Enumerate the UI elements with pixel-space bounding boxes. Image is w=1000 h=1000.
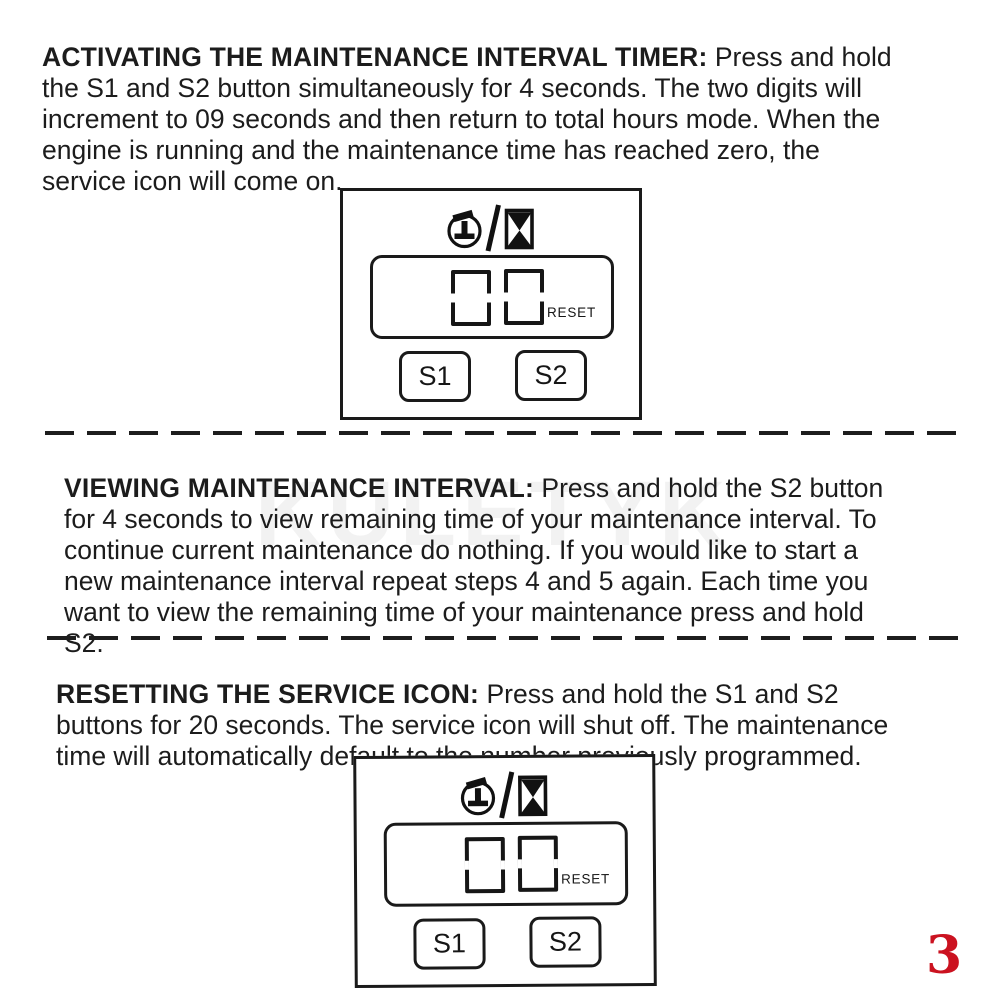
panel-icon-group [356, 768, 652, 822]
dashed-separator [47, 636, 963, 640]
slash-icon [499, 771, 515, 819]
text-line: increment to 09 seconds and then return … [42, 103, 881, 134]
service-slash-hourglass-icon [447, 204, 534, 252]
reset-label: RESET [547, 305, 597, 320]
page-number: 3 [926, 925, 963, 986]
dashed-separator [45, 431, 963, 435]
reset-label: RESET [561, 871, 611, 887]
s2-button: S2 [529, 916, 602, 968]
display-digit-box [451, 270, 491, 326]
oil-can-glyph [452, 209, 475, 239]
hourglass-top-icon [520, 779, 545, 798]
section-activating-heading: ACTIVATING THE MAINTENANCE INTERVAL TIME… [42, 41, 708, 72]
text-line: the S1 and S2 button simultaneously for … [42, 72, 862, 103]
s1-button: S1 [413, 918, 486, 970]
timer-panel-diagram-1: RESET S1 S2 [340, 188, 642, 420]
hourglass-bottom-icon [521, 797, 546, 814]
section-activating-line: Press and hold [714, 41, 892, 72]
s2-button: S2 [515, 350, 587, 401]
hourglass-bottom-icon [507, 230, 532, 247]
slash-icon [485, 204, 501, 252]
section-viewing-line: Press and hold the S2 button [541, 472, 884, 503]
timer-panel-diagram-2: RESET S1 S2 [353, 753, 657, 989]
digit-display: RESET [383, 821, 629, 907]
text-line: want to view the remaining time of your … [64, 596, 864, 627]
service-slash-hourglass-icon [460, 771, 548, 819]
text-line: new maintenance interval repeat steps 4 … [64, 565, 869, 596]
text-line: service icon will come on. [42, 165, 343, 196]
text-line: continue current maintenance do nothing.… [64, 534, 859, 565]
text-line: S2. [64, 627, 104, 658]
s1-button: S1 [399, 351, 471, 402]
section-activating: ACTIVATING THE MAINTENANCE INTERVAL TIME… [42, 42, 892, 197]
text-line: buttons for 20 seconds. The service icon… [56, 709, 889, 740]
text-line: RESETTING THE SERVICE ICON: Press and ho… [56, 679, 888, 710]
section-resetting-line: Press and hold the S1 and S2 [486, 678, 839, 709]
display-digit-box [504, 269, 544, 325]
section-viewing: VIEWING MAINTENANCE INTERVAL: Press and … [64, 473, 883, 659]
hourglass-top-icon [507, 212, 532, 231]
panel-icon-group [343, 202, 639, 254]
text-line: VIEWING MAINTENANCE INTERVAL: Press and … [64, 473, 883, 504]
digit-display: RESET [370, 255, 614, 339]
text-line: ACTIVATING THE MAINTENANCE INTERVAL TIME… [42, 42, 892, 73]
watermark: KULETYK [255, 463, 732, 565]
text-line: engine is running and the maintenance ti… [42, 134, 820, 165]
oil-can-glyph [465, 777, 489, 807]
display-digit-box [517, 835, 559, 892]
section-resetting-heading: RESETTING THE SERVICE ICON: [56, 678, 480, 709]
display-digit-box [464, 837, 506, 894]
section-viewing-heading: VIEWING MAINTENANCE INTERVAL: [64, 472, 535, 503]
text-line: for 4 seconds to view remaining time of … [64, 503, 877, 534]
